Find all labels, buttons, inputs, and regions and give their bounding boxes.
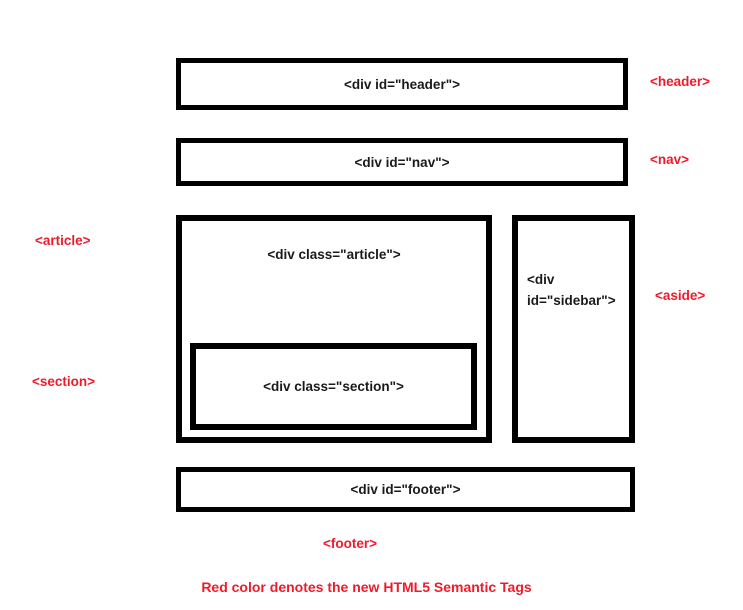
diagram-note: Red color denotes the new HTML5 Semantic… [201,579,532,595]
article-semantic-tag-label: <article> [35,233,91,248]
div-sidebar-code-label: <div id="sidebar"> [527,269,616,311]
div-sidebar-code-line2: id="sidebar"> [527,293,616,308]
section-semantic-tag-label: <section> [32,374,96,389]
aside-semantic-tag-label: <aside> [655,288,706,303]
div-section-code-label: <div class="section"> [263,379,404,394]
div-sidebar-box: <div id="sidebar"> [512,215,635,443]
div-nav-code-label: <div id="nav"> [354,154,450,170]
div-nav-box: <div id="nav"> [176,138,628,186]
div-header-box: <div id="header"> [176,58,628,110]
header-semantic-tag-label: <header> [650,74,711,89]
div-footer-box: <div id="footer"> [176,467,635,512]
div-footer-code-label: <div id="footer"> [350,482,461,497]
footer-semantic-tag-label: <footer> [322,536,377,551]
div-section-box: <div class="section"> [190,343,477,430]
div-header-code-label: <div id="header"> [344,76,460,92]
nav-semantic-tag-label: <nav> [650,152,690,167]
div-article-code-label: <div class="article"> [267,247,401,262]
div-sidebar-code-line1: <div [527,272,555,287]
